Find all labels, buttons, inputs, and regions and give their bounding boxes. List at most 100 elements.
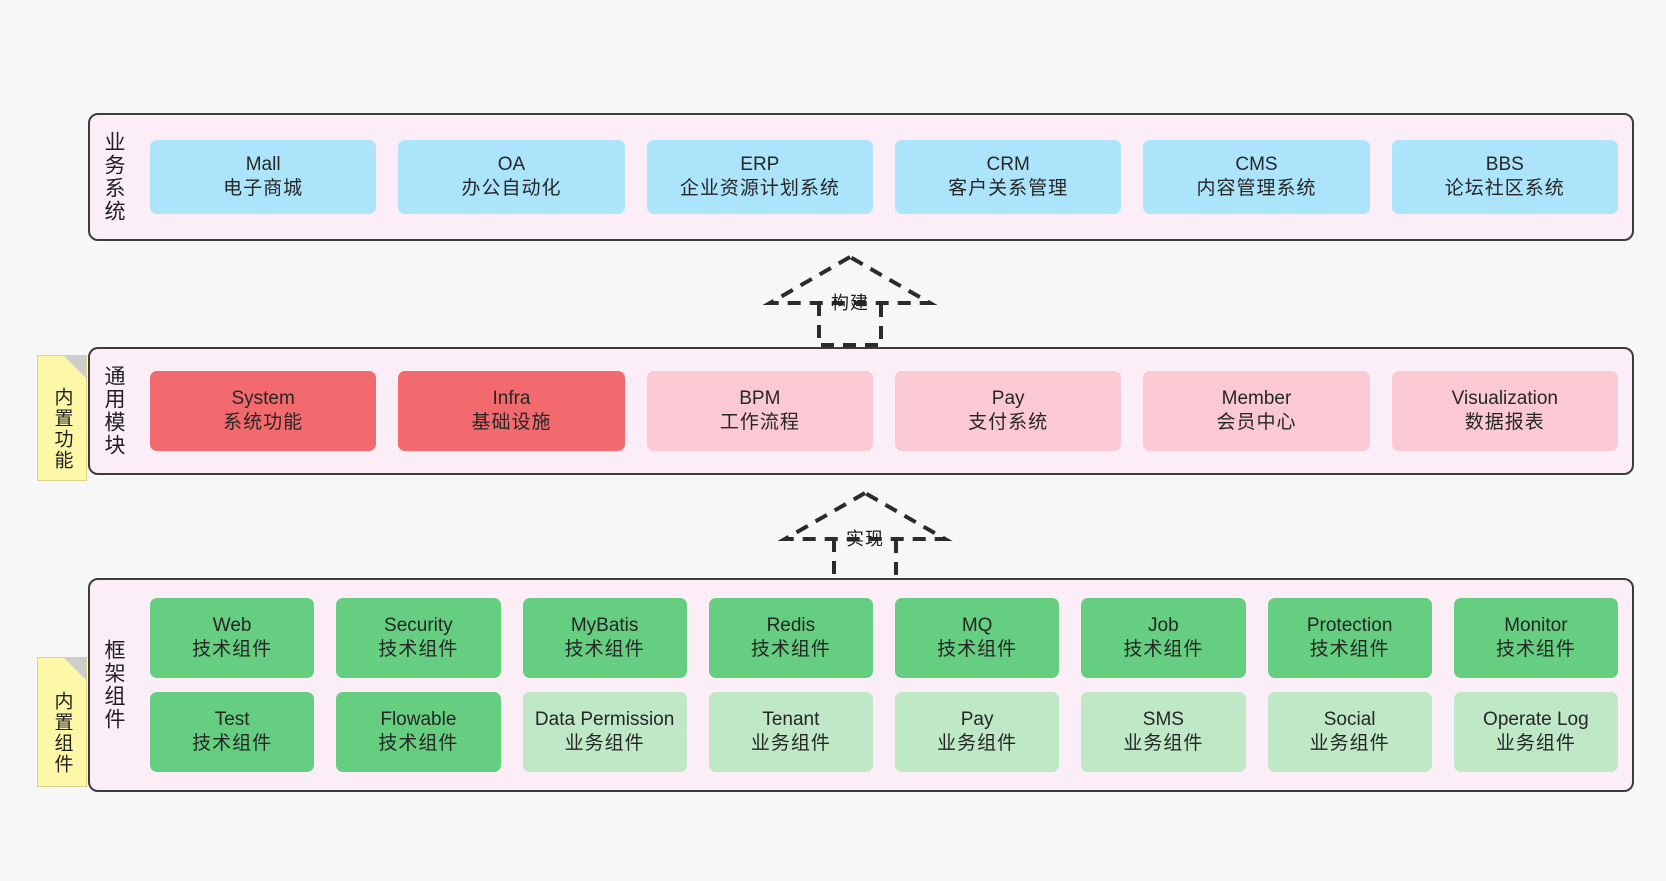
node-label-cn: 业务组件: [1123, 733, 1204, 754]
note-builtin-functions: 内置功能: [37, 355, 87, 481]
node-label-en: Flowable: [380, 708, 457, 730]
node-label-cn: 基础设施: [471, 412, 552, 433]
node-label-en: Pay: [991, 387, 1025, 409]
node-label-en: Security: [384, 614, 453, 636]
node-label-en: Visualization: [1451, 387, 1558, 409]
node-label-cn: 业务组件: [937, 733, 1018, 754]
layer-row: System 系统功能 Infra 基础设施 BPM 工作流程 Pay 支付系统…: [150, 371, 1618, 451]
node-label-en: BBS: [1485, 153, 1524, 175]
node-label-cn: 系统功能: [223, 412, 304, 433]
node-label-en: ERP: [740, 153, 780, 175]
node-label-en: CMS: [1235, 153, 1278, 175]
node-label-en: Operate Log: [1483, 708, 1589, 730]
arrow-build: 构建: [755, 251, 945, 347]
node-crm[interactable]: CRM 客户关系管理: [894, 140, 1122, 214]
arrow-head-triangle: [762, 254, 938, 305]
node-label-cn: 内容管理系统: [1196, 178, 1317, 199]
node-label-en: Protection: [1306, 614, 1393, 636]
node-pay-business[interactable]: Pay 业务组件: [895, 692, 1060, 772]
node-label-en: Redis: [766, 614, 816, 636]
note-label: 内置组件: [51, 691, 73, 775]
node-social[interactable]: Social 业务组件: [1267, 692, 1432, 772]
node-label-cn: 技术组件: [192, 733, 273, 754]
node-label-en: Test: [214, 708, 250, 730]
layer-title-business: 业务系统: [102, 131, 126, 223]
node-erp[interactable]: ERP 企业资源计划系统: [646, 140, 873, 214]
node-label-cn: 数据报表: [1464, 412, 1545, 433]
node-label-cn: 技术组件: [378, 639, 459, 660]
node-mall[interactable]: Mall 电子商城: [150, 140, 377, 214]
node-operate-log[interactable]: Operate Log 业务组件: [1453, 692, 1618, 772]
node-label-cn: 技术组件: [1495, 639, 1576, 660]
layer-body-framework: Web 技术组件 Security 技术组件 MyBatis 技术组件 Redi…: [136, 580, 1632, 790]
node-label-en: CRM: [986, 153, 1030, 175]
node-label-en: Infra: [492, 387, 531, 409]
node-label-en: Member: [1221, 387, 1292, 409]
node-job[interactable]: Job 技术组件: [1081, 598, 1246, 678]
node-label-cn: 技术组件: [937, 639, 1018, 660]
layer-row: Mall 电子商城 OA 办公自动化 ERP 企业资源计划系统 CRM 客户关系…: [150, 140, 1618, 214]
node-bbs[interactable]: BBS 论坛社区系统: [1391, 140, 1618, 214]
arrow-stem: [817, 303, 883, 347]
node-visualization[interactable]: Visualization 数据报表: [1391, 371, 1618, 451]
node-label-cn: 电子商城: [223, 178, 304, 199]
node-label-en: Pay: [960, 708, 994, 730]
node-cms[interactable]: CMS 内容管理系统: [1143, 140, 1370, 214]
node-label-cn: 业务组件: [564, 733, 645, 754]
node-label-cn: 业务组件: [750, 733, 831, 754]
node-label-cn: 业务组件: [1495, 733, 1576, 754]
arrow-stem: [832, 539, 898, 583]
node-label-en: Monitor: [1504, 614, 1568, 636]
node-label-en: Social: [1323, 708, 1376, 730]
node-label-cn: 技术组件: [1123, 639, 1204, 660]
layer-body-modules: System 系统功能 Infra 基础设施 BPM 工作流程 Pay 支付系统…: [136, 349, 1632, 473]
node-label-cn: 业务组件: [1309, 733, 1390, 754]
layer-business-systems: 业务系统 Mall 电子商城 OA 办公自动化 ERP 企业资源计划系统 CRM…: [88, 113, 1634, 241]
node-infra[interactable]: Infra 基础设施: [398, 371, 625, 451]
layer-title-modules: 通用模块: [102, 365, 126, 457]
node-flowable[interactable]: Flowable 技术组件: [336, 692, 501, 772]
node-sms[interactable]: SMS 业务组件: [1081, 692, 1246, 772]
arrow-head-triangle: [777, 490, 953, 541]
layer-common-modules: 通用模块 System 系统功能 Infra 基础设施 BPM 工作流程 Pay…: [88, 347, 1634, 475]
node-label-en: SMS: [1142, 708, 1184, 730]
node-redis[interactable]: Redis 技术组件: [708, 598, 873, 678]
node-label-cn: 办公自动化: [461, 178, 562, 199]
node-label-cn: 技术组件: [192, 639, 273, 660]
node-label-en: Mall: [245, 153, 281, 175]
node-monitor[interactable]: Monitor 技术组件: [1453, 598, 1618, 678]
node-label-en: Data Permission: [534, 708, 675, 730]
node-label-en: Tenant: [762, 708, 820, 730]
node-mq[interactable]: MQ 技术组件: [895, 598, 1060, 678]
node-pay[interactable]: Pay 支付系统: [894, 371, 1122, 451]
node-mybatis[interactable]: MyBatis 技术组件: [522, 598, 687, 678]
node-label-en: OA: [497, 153, 526, 175]
node-protection[interactable]: Protection 技术组件: [1267, 598, 1432, 678]
node-label-cn: 支付系统: [968, 412, 1049, 433]
node-label-cn: 技术组件: [1309, 639, 1390, 660]
node-bpm[interactable]: BPM 工作流程: [646, 371, 873, 451]
note-builtin-components: 内置组件: [37, 657, 87, 787]
layer-body-business: Mall 电子商城 OA 办公自动化 ERP 企业资源计划系统 CRM 客户关系…: [136, 115, 1632, 239]
node-label-en: MyBatis: [570, 614, 639, 636]
node-label-cn: 技术组件: [750, 639, 831, 660]
layer-row: Test 技术组件 Flowable 技术组件 Data Permission …: [150, 692, 1618, 772]
node-label-en: BPM: [739, 387, 781, 409]
node-system[interactable]: System 系统功能: [150, 371, 377, 451]
node-oa[interactable]: OA 办公自动化: [398, 140, 625, 214]
node-label-cn: 技术组件: [378, 733, 459, 754]
node-member[interactable]: Member 会员中心: [1143, 371, 1370, 451]
node-web[interactable]: Web 技术组件: [150, 598, 315, 678]
note-label: 内置功能: [51, 387, 73, 471]
node-tenant[interactable]: Tenant 业务组件: [708, 692, 873, 772]
node-data-permission[interactable]: Data Permission 业务组件: [522, 692, 687, 772]
node-test[interactable]: Test 技术组件: [150, 692, 315, 772]
node-label-cn: 会员中心: [1216, 412, 1297, 433]
node-label-en: Web: [212, 614, 252, 636]
node-label-cn: 论坛社区系统: [1444, 178, 1565, 199]
node-label-cn: 技术组件: [564, 639, 645, 660]
node-label-cn: 工作流程: [719, 412, 800, 433]
node-label-en: Job: [1148, 614, 1179, 636]
node-security[interactable]: Security 技术组件: [336, 598, 501, 678]
